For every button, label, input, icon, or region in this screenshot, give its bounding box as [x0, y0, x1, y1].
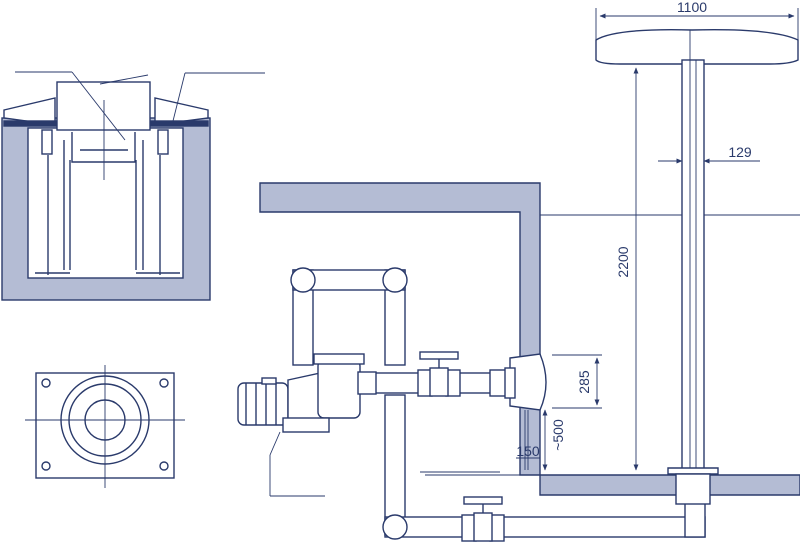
- dim-nozzle-height: 285: [576, 370, 592, 394]
- fountain-dome: [595, 29, 799, 65]
- dim-pole-height: 2200: [615, 246, 631, 277]
- dim-pipe-size: 150: [516, 443, 540, 459]
- dim-width-top: 1100: [677, 0, 707, 15]
- valve-lower: [463, 496, 503, 542]
- fountain-pole: [681, 59, 705, 471]
- piping: [290, 267, 706, 542]
- pool-wall: [259, 182, 800, 496]
- dimension-lines: [516, 8, 799, 471]
- dim-pole-diameter: 129: [728, 144, 752, 160]
- fountain-base: [667, 467, 719, 475]
- section-cup: [71, 132, 136, 163]
- umbrella-fountain: [595, 29, 799, 505]
- wall-nozzle: [420, 353, 547, 473]
- pump: [237, 353, 377, 497]
- dim-nozzle-depth: ~500: [550, 419, 566, 451]
- plan-view: [25, 365, 185, 488]
- section-detail: [1, 71, 265, 301]
- valve-upper: [419, 351, 459, 397]
- section-housing: [56, 81, 151, 131]
- pump-strainer: [317, 359, 361, 419]
